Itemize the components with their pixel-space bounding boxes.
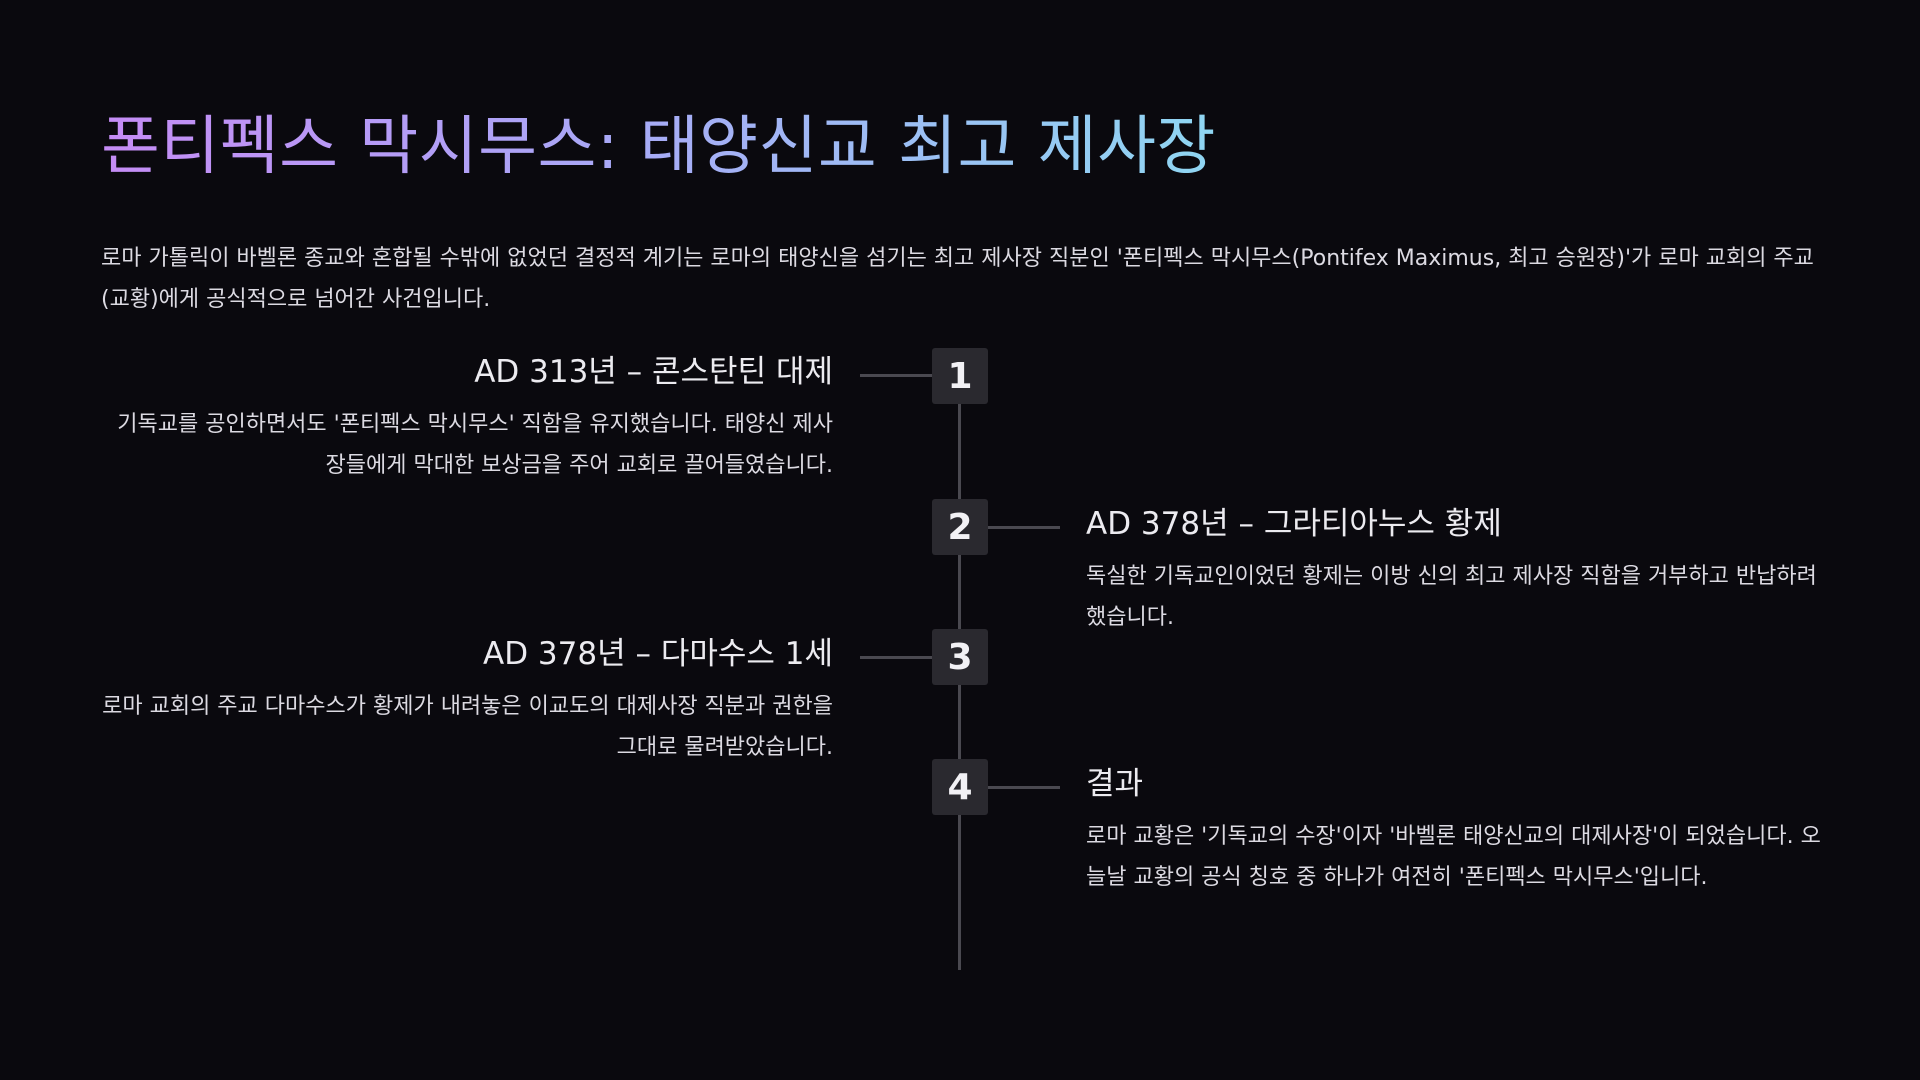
event-title-1: AD 313년 – 콘스탄틴 대제 (474, 354, 833, 390)
timeline-event-1: AD 313년 – 콘스탄틴 대제 기독교를 공인하면서도 '폰티펙스 막시무스… (101, 350, 833, 486)
timeline-event-4: 결과 로마 교황은 '기독교의 수장'이자 '바벨론 태양신교의 대제사장'이 … (1086, 762, 1826, 898)
intro-paragraph: 로마 가톨릭이 바벨론 종교와 혼합될 수밖에 없었던 결정적 계기는 로마의 … (101, 246, 1814, 312)
event-description-2: 독실한 기독교인이었던 황제는 이방 신의 최고 제사장 직함을 거부하고 반납… (1086, 564, 1817, 630)
timeline-marker-2: 2 (932, 499, 988, 555)
event-description-4: 로마 교황은 '기독교의 수장'이자 '바벨론 태양신교의 대제사장'이 되었습… (1086, 824, 1821, 890)
event-title-4: 결과 (1086, 766, 1144, 802)
slide-title: 폰티펙스 막시무스: 태양신교 최고 제사장 (101, 104, 1216, 190)
timeline-marker-4: 4 (932, 759, 988, 815)
event-description-3: 로마 교회의 주교 다마수스가 황제가 내려놓은 이교도의 대제사장 직분과 권… (102, 694, 833, 760)
timeline-connector-3 (860, 656, 932, 659)
timeline-event-2: AD 378년 – 그라티아누스 황제 독실한 기독교인이었던 황제는 이방 신… (1086, 502, 1826, 638)
timeline-connector-2 (988, 526, 1060, 529)
timeline-marker-3: 3 (932, 629, 988, 685)
event-description-1: 기독교를 공인하면서도 '폰티펙스 막시무스' 직함을 유지했습니다. 태양신 … (117, 412, 833, 478)
timeline-connector-1 (860, 374, 932, 377)
timeline-event-3: AD 378년 – 다마수스 1세 로마 교회의 주교 다마수스가 황제가 내려… (101, 632, 833, 768)
timeline-connector-4 (988, 786, 1060, 789)
event-title-2: AD 378년 – 그라티아누스 황제 (1086, 506, 1502, 542)
event-title-3: AD 378년 – 다마수스 1세 (482, 636, 833, 672)
timeline-marker-1: 1 (932, 348, 988, 404)
